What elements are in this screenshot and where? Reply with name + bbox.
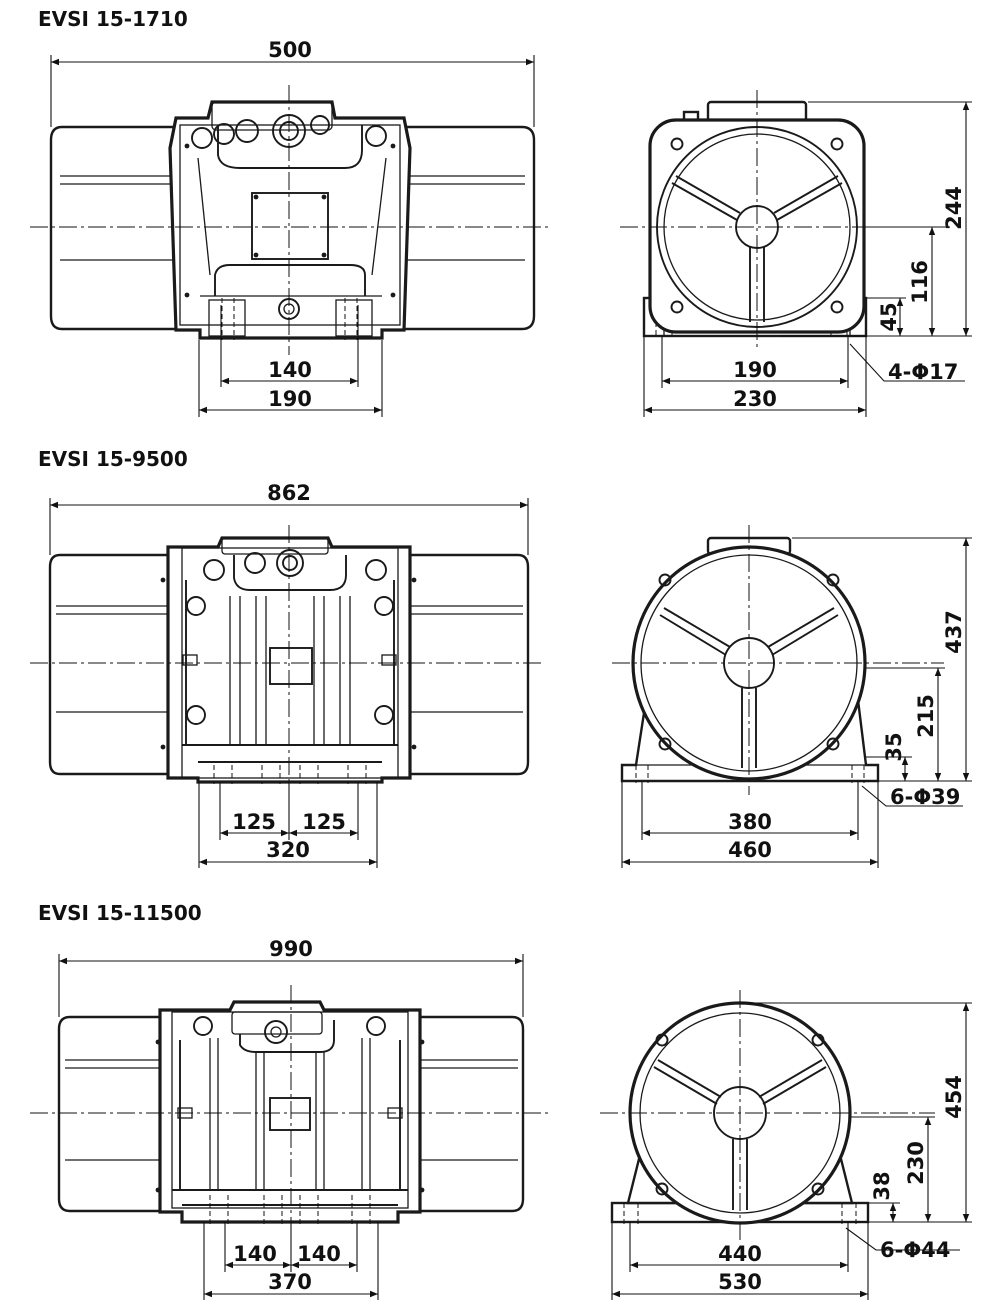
dim-center-height: 215: [914, 694, 938, 738]
model-title: EVSI 15-9500: [38, 447, 188, 471]
dim-hole-spacing: 440: [718, 1242, 762, 1266]
front-view-11500: [30, 985, 548, 1240]
front-view-1710: [30, 85, 552, 355]
model-evsi-15-9500: EVSI 15-9500: [30, 447, 972, 868]
left-weight-cover: [48, 553, 174, 776]
dim-hole-spacing: 190: [733, 358, 777, 382]
dim-foot-right: 140: [297, 1242, 341, 1266]
dim-foot-inner: 140: [268, 358, 312, 382]
front-view-9500: [30, 525, 545, 795]
dim-foot-left: 125: [232, 810, 276, 834]
model-title: EVSI 15-11500: [38, 901, 202, 925]
dim-total-height: 244: [942, 186, 966, 230]
right-weight-cover: [404, 553, 530, 776]
dim-foot-outer: 320: [266, 838, 310, 862]
front-dimensions-11500: 990 140 140 370: [58, 937, 524, 1300]
side-view-9500: [612, 525, 944, 795]
model-evsi-15-11500: EVSI 15-11500: [30, 901, 972, 1300]
side-dimensions-1710: 244 116 45 190 230 4-Φ17: [643, 101, 972, 417]
motor-body: [168, 100, 412, 340]
dim-foot-height: 38: [870, 1171, 894, 1200]
dim-overall-width: 500: [268, 38, 312, 62]
front-dimensions-9500: 862 125 125 320: [49, 481, 529, 868]
dim-center-height: 116: [908, 260, 932, 304]
right-weight-cover: [402, 125, 536, 331]
dim-overall-width: 862: [267, 481, 311, 505]
dim-total-height: 437: [942, 610, 966, 654]
dim-mounting-holes: 6-Φ44: [880, 1238, 950, 1262]
model-title: EVSI 15-1710: [38, 7, 188, 31]
right-weight-cover: [415, 1015, 525, 1213]
dim-foot-height: 45: [877, 302, 901, 331]
dim-base-width: 230: [733, 387, 777, 411]
front-dimensions-1710: 500 140 190: [50, 38, 535, 417]
dim-foot-right: 125: [302, 810, 346, 834]
side-dimensions-9500: 437 215 35 380 460 6-Φ39: [621, 537, 972, 868]
dim-base-width: 460: [728, 838, 772, 862]
dim-base-width: 530: [718, 1270, 762, 1294]
dim-total-height: 454: [942, 1075, 966, 1119]
side-view-11500: [600, 990, 935, 1240]
dim-center-height: 230: [904, 1141, 928, 1185]
dim-mounting-holes: 6-Φ39: [890, 785, 960, 809]
dim-foot-outer: 370: [268, 1270, 312, 1294]
left-weight-cover: [57, 1015, 167, 1213]
dim-foot-height: 35: [882, 732, 906, 761]
dim-mounting-holes: 4-Φ17: [888, 360, 958, 384]
dim-hole-spacing: 380: [728, 810, 772, 834]
side-dimensions-11500: 454 230 38 440 530 6-Φ44: [611, 1002, 972, 1300]
dim-foot-outer: 190: [268, 387, 312, 411]
motor-body: [158, 1000, 422, 1224]
dim-overall-width: 990: [269, 937, 313, 961]
left-weight-cover: [49, 125, 178, 331]
model-evsi-15-1710: EVSI 15-1710: [30, 7, 972, 417]
dim-foot-left: 140: [233, 1242, 277, 1266]
